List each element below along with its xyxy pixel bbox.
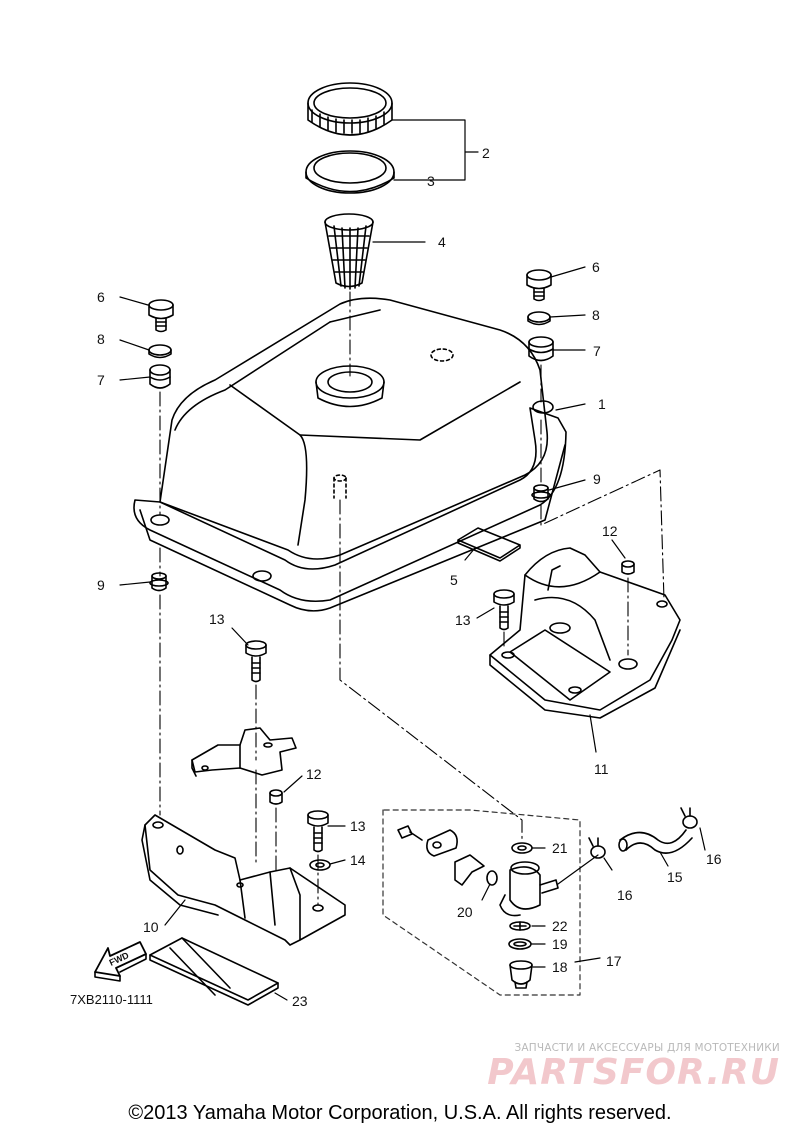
callout-9-right: 9 bbox=[593, 471, 601, 487]
center-bracket bbox=[191, 727, 297, 777]
fwd-label: FWD bbox=[108, 950, 131, 968]
fwd-arrow-icon bbox=[94, 941, 147, 982]
callout-10: 10 bbox=[143, 919, 159, 935]
callout-8-right: 8 bbox=[592, 307, 600, 323]
fuel-cock-assembly-box bbox=[382, 809, 581, 996]
callout-12-right: 12 bbox=[602, 523, 618, 539]
fuel-strainer-part bbox=[324, 213, 374, 290]
callout-1: 1 bbox=[598, 396, 606, 412]
callout-15: 15 bbox=[667, 869, 683, 885]
callout-12-left: 12 bbox=[306, 766, 322, 782]
callout-labels: 1 2 3 4 5 6 6 7 7 8 8 9 9 10 11 12 12 13… bbox=[70, 145, 722, 1009]
fuel-tank-part bbox=[133, 297, 567, 612]
callout-7-left: 7 bbox=[97, 372, 105, 388]
hose-clip-parts bbox=[588, 807, 698, 859]
watermark-logo: PARTSFOR.RU bbox=[487, 1052, 780, 1093]
rubber-pad-part bbox=[149, 937, 279, 1006]
callout-21: 21 bbox=[552, 840, 568, 856]
callout-4: 4 bbox=[438, 234, 446, 250]
left-mount-hardware bbox=[148, 299, 174, 389]
callout-13-lower: 13 bbox=[350, 818, 366, 834]
callout-22: 22 bbox=[552, 918, 568, 934]
fuel-hose-part bbox=[618, 829, 693, 854]
grommet-parts bbox=[149, 484, 551, 592]
callout-16-right: 16 bbox=[706, 851, 722, 867]
callout-13-right: 13 bbox=[455, 612, 471, 628]
damper-pad-part bbox=[457, 527, 521, 562]
copyright-notice: ©2013 Yamaha Motor Corporation, U.S.A. A… bbox=[128, 1102, 672, 1124]
callout-17: 17 bbox=[606, 953, 622, 969]
callout-6-left: 6 bbox=[97, 289, 105, 305]
callout-6-right: 6 bbox=[592, 259, 600, 275]
callout-16-left: 16 bbox=[617, 887, 633, 903]
callout-7-right: 7 bbox=[593, 343, 601, 359]
callout-8-left: 8 bbox=[97, 331, 105, 347]
cap-gasket-part bbox=[305, 150, 395, 194]
washer-part bbox=[309, 859, 331, 871]
callout-3: 3 bbox=[427, 173, 435, 189]
callout-9-left: 9 bbox=[97, 577, 105, 593]
callout-20: 20 bbox=[457, 904, 473, 920]
callout-23: 23 bbox=[292, 993, 308, 1009]
collar-parts bbox=[269, 560, 635, 805]
rear-bracket-part bbox=[489, 547, 681, 719]
watermark-tagline: ЗАПЧАСТИ И АКСЕССУАРЫ ДЛЯ МОТОТЕХНИКИ bbox=[514, 1042, 780, 1054]
right-mount-hardware bbox=[526, 269, 554, 362]
bolt-parts bbox=[245, 589, 515, 853]
fuel-cock-parts bbox=[397, 825, 559, 989]
front-bracket-part bbox=[141, 814, 346, 946]
callout-19: 19 bbox=[552, 936, 568, 952]
callout-18: 18 bbox=[552, 959, 568, 975]
fuel-cap-part bbox=[307, 82, 393, 136]
callout-11: 11 bbox=[594, 761, 609, 777]
callout-5: 5 bbox=[450, 572, 458, 588]
callout-2: 2 bbox=[482, 145, 490, 161]
part-code: 7XB2110-1111 bbox=[70, 992, 153, 1007]
callout-13-center: 13 bbox=[209, 611, 225, 627]
callout-14: 14 bbox=[350, 852, 366, 868]
